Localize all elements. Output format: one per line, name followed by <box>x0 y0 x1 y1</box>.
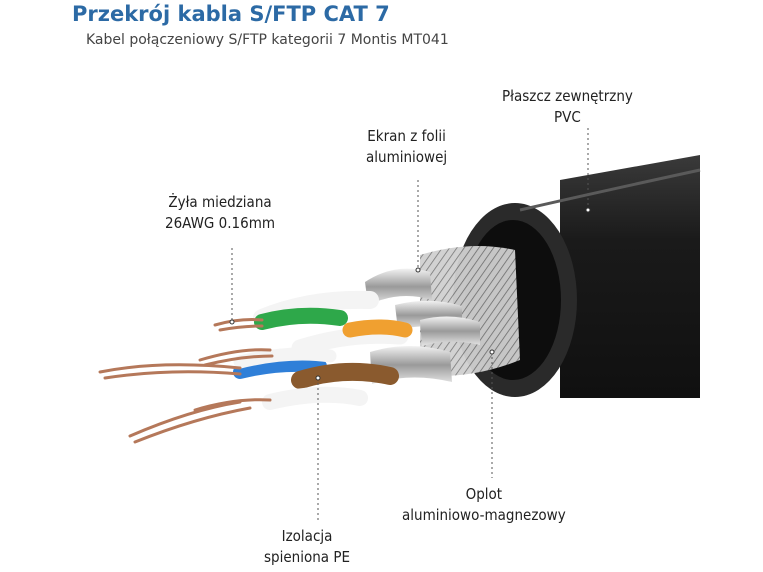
label-foil-shield-line2: aluminiowej <box>366 148 448 166</box>
foil-shield <box>365 268 480 384</box>
wire-pair-blue <box>233 347 337 379</box>
leader-dots <box>229 207 591 381</box>
label-outer-jacket: Płaszcz zewnętrzny PVC <box>502 86 633 128</box>
label-braid-line1: Oplot <box>465 485 503 503</box>
wire-pair-green <box>253 290 379 330</box>
label-insulation-line1: Izolacja <box>281 527 333 545</box>
label-braid: Oplot aluminiowo-magnezowy <box>402 484 566 526</box>
label-copper-core: Żyła miedziana 26AWG 0.16mm <box>165 192 275 234</box>
label-outer-jacket-line2: PVC <box>554 108 581 126</box>
page-title: Przekrój kabla S/FTP CAT 7 <box>72 2 390 26</box>
label-foil-shield: Ekran z folii aluminiowej <box>366 126 447 168</box>
braid-shield <box>420 246 520 376</box>
wire-pair-brown <box>262 362 399 410</box>
label-copper-core-line2: 26AWG 0.16mm <box>165 214 275 232</box>
label-foil-shield-line1: Ekran z folii <box>367 127 446 145</box>
leader-lines <box>231 128 589 520</box>
wire-pair-orange <box>291 319 413 357</box>
page-subtitle: Kabel połączeniowy S/FTP kategorii 7 Mon… <box>86 32 449 48</box>
label-outer-jacket-line1: Płaszcz zewnętrzny <box>502 87 633 105</box>
label-copper-core-line1: Żyła miedziana <box>168 193 272 211</box>
label-insulation-line2: spieniona PE <box>264 548 350 566</box>
copper-conductors <box>98 318 274 444</box>
label-braid-line2: aluminiowo-magnezowy <box>402 506 566 524</box>
label-insulation: Izolacja spieniona PE <box>264 526 350 568</box>
